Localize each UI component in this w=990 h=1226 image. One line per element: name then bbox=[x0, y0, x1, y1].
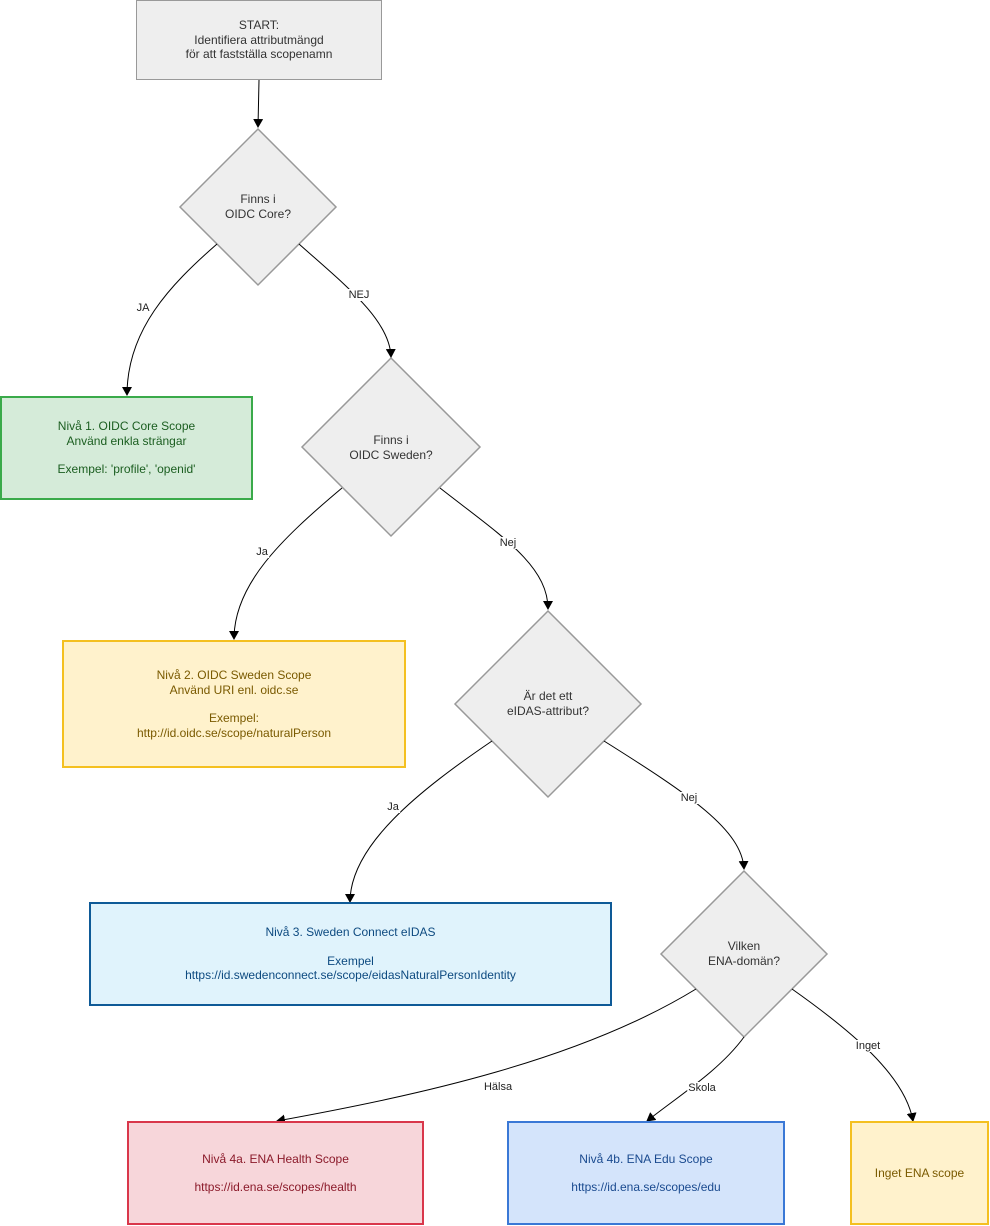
decision-oidc-sweden-label: Finns i OIDC Sweden? bbox=[321, 433, 461, 462]
level1-title: Nivå 1. OIDC Core Scope bbox=[57, 419, 196, 434]
edge-eidas-no bbox=[603, 740, 749, 870]
edge-label-eidas-yes: Ja bbox=[386, 801, 400, 813]
edge-label-core-no: NEJ bbox=[347, 289, 371, 301]
result-none-box: Inget ENA scope bbox=[850, 1121, 989, 1225]
start-line1: START: bbox=[238, 18, 280, 33]
start-box: START: Identifiera attributmängd för att… bbox=[136, 0, 382, 80]
decision-ena-line1: Vilken bbox=[727, 939, 761, 953]
level4a-title: Nivå 4a. ENA Health Scope bbox=[202, 1151, 349, 1166]
result-level3-box: Nivå 3. Sweden Connect eIDAS Exempel htt… bbox=[89, 902, 612, 1006]
edge-core-no bbox=[298, 243, 396, 358]
level4b-title: Nivå 4b. ENA Edu Scope bbox=[579, 1151, 713, 1166]
decision-oidc-core-line1: Finns i bbox=[240, 192, 276, 206]
decision-oidc-core-label: Finns i OIDC Core? bbox=[198, 192, 318, 221]
decision-oidc-sweden-line1: Finns i bbox=[373, 433, 409, 447]
edge-label-sweden-no: Nej bbox=[498, 537, 518, 549]
edge-ena-none bbox=[791, 988, 917, 1122]
decision-eidas-line2: eIDAS-attribut? bbox=[506, 703, 590, 718]
decision-oidc-sweden-shape bbox=[300, 356, 482, 538]
level2-title: Nivå 2. OIDC Sweden Scope bbox=[156, 668, 312, 682]
edge-eidas-yes bbox=[345, 740, 493, 903]
result-level4b-box: Nivå 4b. ENA Edu Scope https://id.ena.se… bbox=[507, 1121, 785, 1225]
result-level1-box: Nivå 1. OIDC Core Scope Använd enkla str… bbox=[0, 396, 253, 500]
decision-oidc-core-line2: OIDC Core? bbox=[224, 206, 292, 221]
level3-title: Nivå 3. Sweden Connect eIDAS bbox=[265, 925, 436, 940]
edge-start-to-core bbox=[253, 79, 264, 128]
decision-ena-line2: ENA-domän? bbox=[707, 953, 781, 968]
level2-example-label: Exempel: bbox=[208, 711, 260, 725]
decision-eidas-shape bbox=[453, 609, 643, 799]
edge-label-ena-none: Inget bbox=[854, 1040, 882, 1052]
start-line3: för att fastställa scopenamn bbox=[185, 47, 333, 62]
level1-line2: Använd enkla strängar bbox=[66, 433, 187, 448]
edge-label-ena-school: Skola bbox=[687, 1082, 717, 1094]
result-level4a-box: Nivå 4a. ENA Health Scope https://id.ena… bbox=[127, 1121, 424, 1225]
level3-example: https://id.swedenconnect.se/scope/eidasN… bbox=[185, 968, 516, 983]
edge-sweden-yes bbox=[229, 487, 343, 640]
level1-example: Exempel: 'profile', 'openid' bbox=[57, 462, 196, 477]
edge-label-ena-health: Hälsa bbox=[482, 1081, 514, 1093]
edge-sweden-no bbox=[439, 487, 553, 610]
edge-label-eidas-no: Nej bbox=[679, 792, 699, 804]
level3-example-label: Exempel bbox=[327, 953, 374, 968]
edge-ena-health bbox=[276, 988, 697, 1125]
start-line2: Identifiera attributmängd bbox=[194, 32, 324, 47]
decision-oidc-core-shape bbox=[178, 127, 338, 287]
result-level2-box: Nivå 2. OIDC Sweden Scope Använd URI enl… bbox=[62, 640, 406, 768]
decision-eidas-label: Är det ett eIDAS-attribut? bbox=[478, 689, 618, 718]
edge-label-sweden-yes: Ja bbox=[255, 546, 269, 558]
edge-label-core-yes: JA bbox=[135, 302, 151, 314]
edge-core-yes bbox=[122, 243, 218, 396]
level4a-example: https://id.ena.se/scopes/health bbox=[194, 1180, 357, 1194]
edge-ena-school bbox=[646, 1036, 745, 1122]
decision-ena-label: Vilken ENA-domän? bbox=[684, 939, 804, 968]
none-title: Inget ENA scope bbox=[874, 1165, 965, 1180]
decision-oidc-sweden-line2: OIDC Sweden? bbox=[349, 447, 433, 462]
level2-line2: Använd URI enl. oidc.se bbox=[169, 682, 299, 697]
level4b-example: https://id.ena.se/scopes/edu bbox=[571, 1180, 721, 1194]
level2-example: http://id.oidc.se/scope/naturalPerson bbox=[136, 725, 332, 740]
decision-eidas-line1: Är det ett bbox=[523, 689, 573, 703]
